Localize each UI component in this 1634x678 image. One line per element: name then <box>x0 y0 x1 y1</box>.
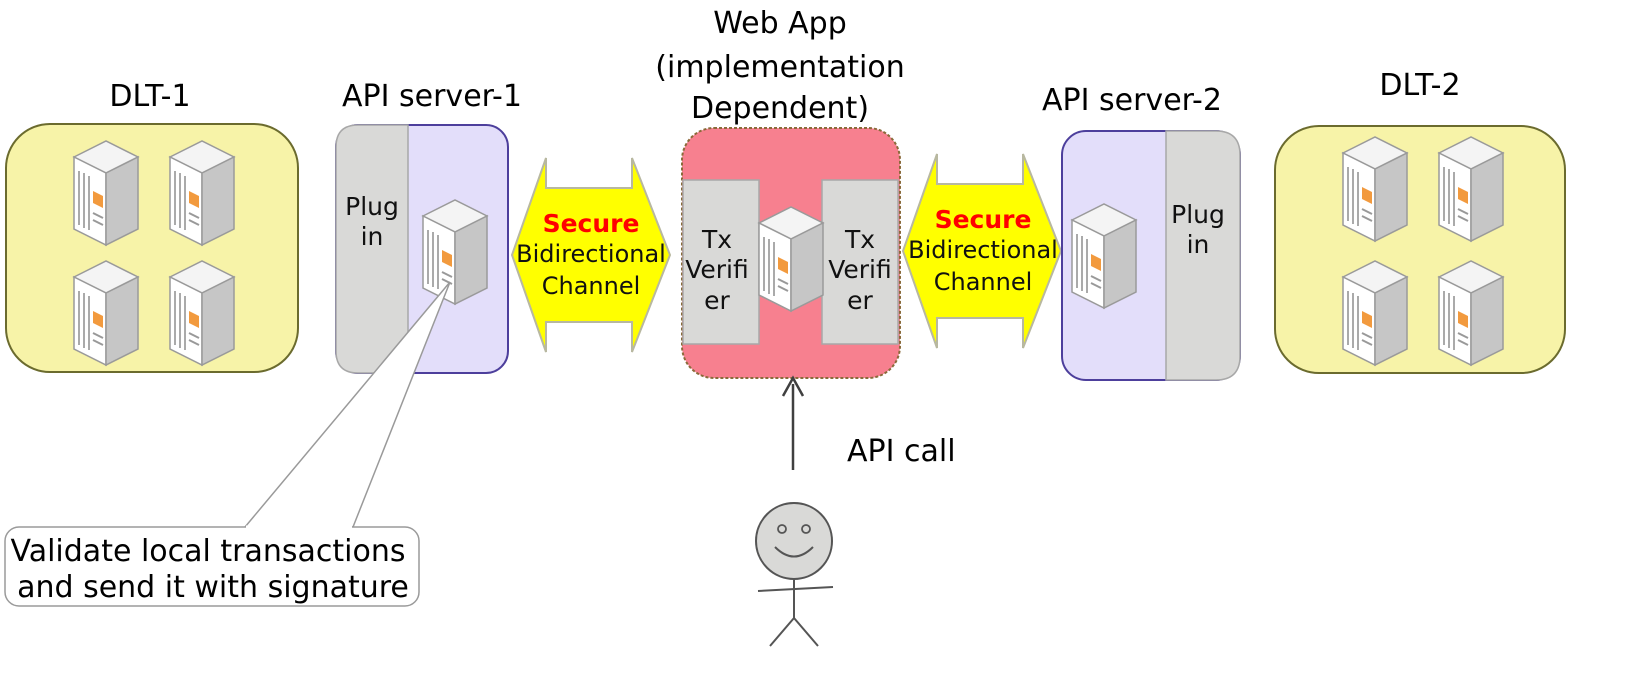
callout-group: Validate local transactions and send it … <box>4 281 451 607</box>
channel-right-group: Secure Bidirectional Channel <box>901 153 1063 349</box>
dlt-2-server-icon <box>1438 136 1504 242</box>
api-server-2-title: API server-2 <box>1042 83 1222 118</box>
tx-verifier-left <box>682 179 760 345</box>
dlt-2-server-icon <box>1438 260 1504 366</box>
dlt-1-server-icon <box>73 140 139 246</box>
channel-left-line: Bidirectional <box>516 240 666 268</box>
api-server-1-plugin <box>335 124 409 374</box>
web-app-title-line: Web App <box>713 6 847 41</box>
api-server-2-group: API server-2 Plug in <box>1042 83 1241 381</box>
tx-verifier-left-line: Tx <box>701 225 732 254</box>
dlt-2-server-icon <box>1342 260 1408 366</box>
dlt-1-server-icon <box>169 260 235 366</box>
dlt-2-group: DLT-2 <box>1274 68 1566 374</box>
web-app-title-line: Dependent) <box>691 91 869 126</box>
web-app-group: Web App (implementation Dependent) Tx Ve… <box>655 6 905 379</box>
dlt-1-group: DLT-1 <box>5 79 299 373</box>
channel-right-secure: Secure <box>935 205 1032 234</box>
web-app-server-icon <box>758 206 824 312</box>
api-call-group: API call <box>781 375 956 470</box>
api-server-1-server-icon <box>422 199 488 305</box>
tx-verifier-right-line: Verifi <box>828 255 892 284</box>
api-server-1-group: API server-1 Plug in <box>335 79 522 374</box>
callout-line: Validate local transactions <box>11 534 406 569</box>
api-call-arrowhead-icon <box>781 375 805 397</box>
dlt-1-server-icon <box>73 260 139 366</box>
api-server-1-plugin-line: Plug <box>345 192 399 221</box>
callout-line: and send it with signature <box>17 570 409 605</box>
channel-left-line: Channel <box>542 272 641 300</box>
tx-verifier-right-line: er <box>847 286 873 315</box>
api-server-2-server-icon <box>1071 203 1137 309</box>
api-server-2-plugin <box>1165 130 1241 381</box>
dlt-2-label: DLT-2 <box>1379 68 1460 103</box>
dlt-1-box <box>5 123 299 373</box>
dlt-1-label: DLT-1 <box>109 79 190 114</box>
callout-box <box>4 526 420 607</box>
api-server-2-plugin-line: Plug <box>1171 200 1225 229</box>
api-server-1-title: API server-1 <box>342 79 522 114</box>
tx-verifier-right-line: Tx <box>844 225 875 254</box>
tx-verifier-left-line: er <box>704 286 730 315</box>
user-icon <box>755 502 834 647</box>
channel-left-group: Secure Bidirectional Channel <box>510 157 672 353</box>
channel-left-arrow <box>510 157 672 353</box>
tx-verifier-left-line: Verifi <box>685 255 749 284</box>
api-call-label: API call <box>847 434 956 469</box>
api-server-2-plugin-line: in <box>1187 230 1210 259</box>
channel-left-secure: Secure <box>543 209 640 238</box>
dlt-2-server-icon <box>1342 136 1408 242</box>
tx-verifier-right <box>821 179 899 345</box>
channel-right-line: Channel <box>934 268 1033 296</box>
web-app-title-line: (implementation <box>655 50 904 85</box>
channel-right-line: Bidirectional <box>908 236 1058 264</box>
dlt-1-server-icon <box>169 140 235 246</box>
dlt-2-box <box>1274 125 1566 374</box>
api-server-1-plugin-line: in <box>361 222 384 251</box>
